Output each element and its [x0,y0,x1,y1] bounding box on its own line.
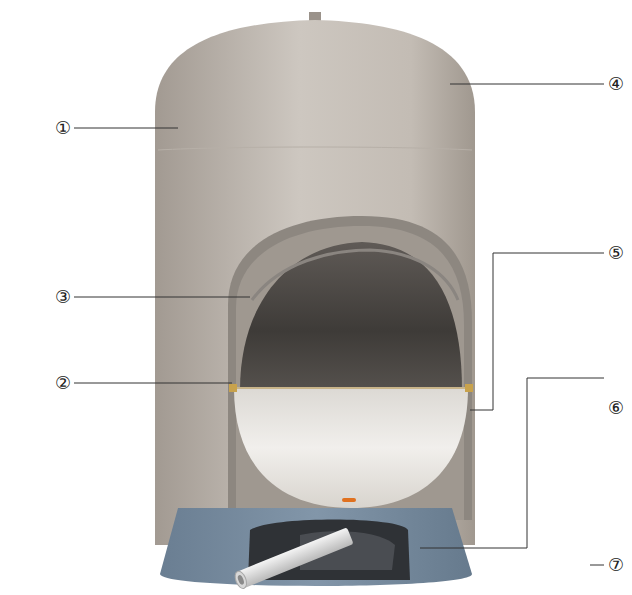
callout-number: ① [54,119,72,137]
callout-number: ⑤ [607,244,625,262]
leader-lines [74,84,604,565]
callout-number: ② [54,374,72,392]
callout-number: ⑥ [607,399,625,417]
callout-number: ④ [607,75,625,93]
callout-number: ③ [54,288,72,306]
callout-number: ⑦ [607,556,625,574]
